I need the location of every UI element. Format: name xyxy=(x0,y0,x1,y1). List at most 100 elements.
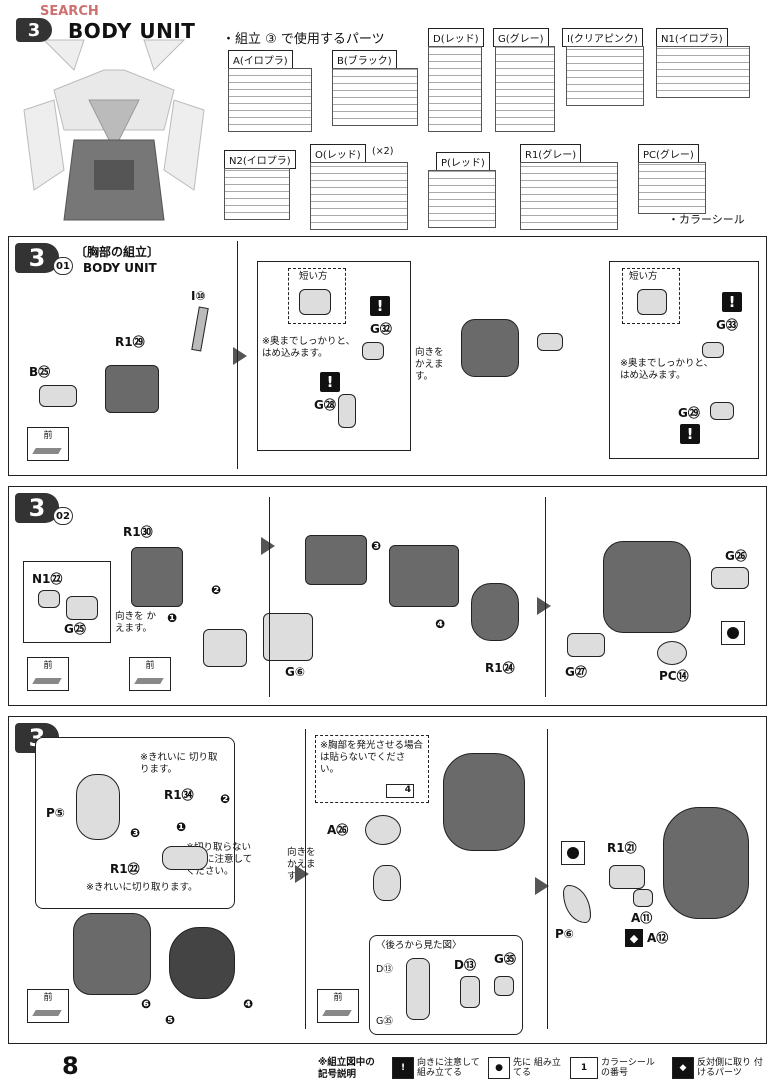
detail-box-right: 短い方 ! G㉝ ※奥までしっかりと、はめ込みます。 G㉙ ! xyxy=(609,261,759,459)
chest-frame-part xyxy=(105,365,159,413)
label-r1-29: R1㉙ xyxy=(115,335,145,349)
short-side-part xyxy=(637,289,667,315)
label-d13: D⑬ xyxy=(454,958,476,972)
glow-note-box: ※胸部を発光させる場合は貼らないでください。 4 xyxy=(315,735,429,803)
part-g32 xyxy=(362,342,384,360)
note-insert-fully: ※奥までしっかりと、はめ込みます。 xyxy=(620,358,714,381)
runner-n2 xyxy=(224,168,290,220)
legend-item-opposite: ◆ 反対側に取り 付けるパーツ xyxy=(672,1055,767,1081)
runner-g xyxy=(495,46,555,132)
header-step-badge: 3 xyxy=(16,18,52,42)
front-direction-indicator: 前 xyxy=(27,427,69,461)
step-3-02-sub: 02 xyxy=(53,507,73,525)
runner-b xyxy=(332,68,418,126)
part-g25 xyxy=(66,596,98,620)
page-number: 8 xyxy=(62,1052,79,1080)
warning-icon: ! xyxy=(680,424,700,444)
runner-p xyxy=(428,170,496,228)
step-number-3: ❸ xyxy=(371,539,382,553)
runner-label-r1: R1(グレー) xyxy=(520,144,582,163)
part-g-insert xyxy=(203,629,247,667)
label-g26: G㉖ xyxy=(725,549,747,563)
label-g25: G㉕ xyxy=(64,622,86,636)
label-n1-22: N1㉒ xyxy=(32,572,63,586)
label-r1-30: R1㉚ xyxy=(123,525,153,539)
label-g28: G㉘ xyxy=(314,398,336,412)
chest-assembly xyxy=(73,913,151,995)
label-g35: G㉟ xyxy=(376,1016,393,1027)
label-a11: A⑪ xyxy=(631,911,653,925)
label-d13: D⑬ xyxy=(376,964,393,975)
step-arrow xyxy=(233,347,247,365)
glow-note: ※胸部を発光させる場合は貼らないでください。 xyxy=(320,740,423,775)
chest-cover xyxy=(169,927,235,999)
runner-r1 xyxy=(520,162,618,230)
label-g32: G㉜ xyxy=(370,322,392,336)
seal-number-icon: 1 xyxy=(570,1057,598,1079)
part-g33 xyxy=(702,342,724,358)
runner-i xyxy=(566,46,644,106)
part-p6 xyxy=(563,885,591,923)
runner-o-qty: (×2) xyxy=(372,146,394,157)
chest-assembly xyxy=(461,319,519,377)
label-g33: G㉝ xyxy=(716,318,738,332)
label-g27: G㉗ xyxy=(565,665,587,679)
part-g28 xyxy=(338,394,356,428)
part-a26 xyxy=(365,815,401,845)
label-p6: P⑥ xyxy=(555,927,574,941)
step-number-3: ❸ xyxy=(130,826,141,840)
part-g35 xyxy=(494,976,514,996)
chest-frame-left xyxy=(305,535,367,585)
divider xyxy=(545,497,546,697)
part-clear xyxy=(373,865,401,901)
label-pc14: PC⑭ xyxy=(659,669,689,683)
step-3-01-panel: 3 01 〔胸部の組立〕 BODY UNIT I⑩ R1㉙ B㉕ 前 短い方 !… xyxy=(8,236,767,476)
warning-icon: ! xyxy=(370,296,390,316)
chest-assembly xyxy=(443,753,525,851)
legend-text: 反対側に取り 付けるパーツ xyxy=(697,1058,763,1078)
label-g29: G㉙ xyxy=(678,406,700,420)
chest-assembly xyxy=(603,541,691,633)
step-3-02-panel: 3 02 R1㉚ N1㉒ G㉕ 向きを かえます。 ❶ ❷ G⑥ 前 前 ❸ ❹… xyxy=(8,486,767,706)
part-d13 xyxy=(460,976,480,1008)
runner-label-a: A(イロプラ) xyxy=(228,50,293,69)
divider xyxy=(547,729,548,1029)
label-g35: G㉟ xyxy=(494,952,516,966)
runner-label-g: G(グレー) xyxy=(493,28,549,47)
opposite-side-icon: ◆ xyxy=(625,929,643,947)
front-direction-indicator: 前 xyxy=(27,657,69,691)
step-arrow xyxy=(537,597,551,615)
part-g27 xyxy=(567,633,605,657)
part-g29 xyxy=(710,402,734,420)
part-g26 xyxy=(711,567,749,589)
back-view-label: 〈後ろから見た図〉 xyxy=(376,940,462,951)
runner-label-d: D(レッド) xyxy=(428,28,484,47)
warning-icon: ! xyxy=(320,372,340,392)
short-side-callout: 短い方 xyxy=(288,268,346,324)
step-3-03-panel: 3 03 ※きれいに 切り取ります。 R1㉞ ❷ ❶ P⑤ ❸ ※切り取らないよ… xyxy=(8,716,767,1044)
part-r1-22 xyxy=(162,846,208,870)
step-number-2: ❷ xyxy=(211,583,222,597)
step-arrow xyxy=(295,865,309,883)
chest-frame-center xyxy=(389,545,459,607)
runner-o xyxy=(310,162,408,230)
runner-label-o: O(レッド) xyxy=(310,144,366,163)
note-insert-fully: ※奥までしっかりと、はめ込みます。 xyxy=(262,336,356,359)
step-arrow xyxy=(535,877,549,895)
label-r1-24: R1㉔ xyxy=(485,661,515,675)
legend-item-orientation: ! 向きに注意して 組み立てる xyxy=(392,1055,489,1081)
part-p5 xyxy=(76,774,120,840)
detail-box-left: 短い方 ! G㉜ ※奥までしっかりと、はめ込みます。 ! G㉘ xyxy=(257,261,411,451)
legend-item-preassemble: ● 先に 組み立てる xyxy=(488,1055,563,1081)
parts-heading: ・組立 ③ で使用するパーツ xyxy=(222,32,385,47)
part-g6 xyxy=(263,613,313,661)
part-d13-back xyxy=(406,958,430,1020)
seal-number-icon: 4 xyxy=(386,784,414,798)
part-pc14 xyxy=(657,641,687,665)
runner-a xyxy=(228,68,312,132)
preassemble-icon xyxy=(721,621,745,645)
runner-label-b: B(ブラック) xyxy=(332,50,397,69)
runner-label-pc: PC(グレー) xyxy=(638,144,699,163)
legend-item-seal: 1 カラーシール の番号 xyxy=(570,1055,665,1081)
orient-note: 向きを かえます。 xyxy=(415,347,444,382)
